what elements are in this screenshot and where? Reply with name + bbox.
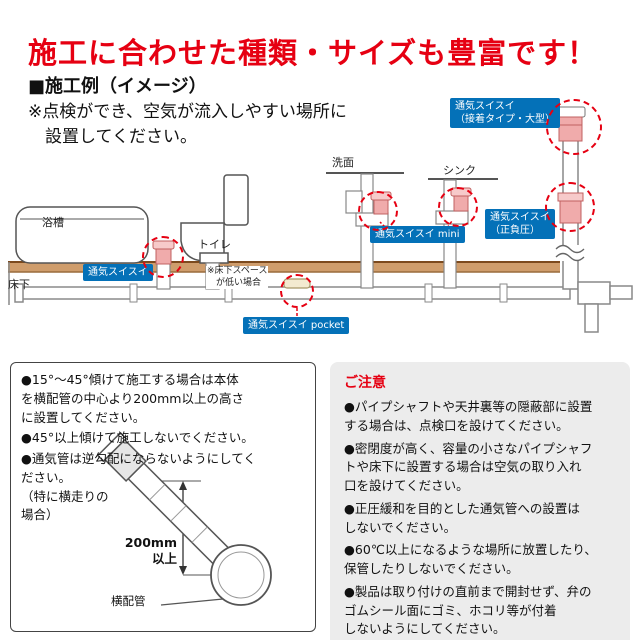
highlight-circle-standard: [142, 236, 184, 278]
highlight-circle-pressure: [545, 182, 595, 232]
product-label-pocket: 通気スイスイ pocket: [243, 317, 350, 334]
horizontal-pipe-label: 横配管: [111, 594, 146, 608]
underfloor-label: 床下: [8, 278, 30, 291]
product-label-adhesive-large: 通気スイスイ （接着タイプ・大型）: [450, 98, 560, 128]
low-space-note: ※床下スペース が低い場合: [206, 266, 269, 290]
caution-title: ご注意: [344, 375, 386, 391]
guideline-item: ●45°以上傾けて施工しないでください。: [21, 430, 254, 446]
dimension-label: 200mm 以上: [124, 535, 177, 566]
washbasin-label: 洗面: [332, 156, 354, 169]
highlight-circle-pocket: [280, 274, 314, 308]
caution-item: ●製品は取り付けの直前まで開封せず、弁の ゴムシール面にゴミ、ホコリ等が付着 し…: [344, 583, 592, 637]
caution-item: ●60℃以上になるような場所に放置したり、 保管したりしないでください。: [344, 542, 597, 576]
caution-item: ●正圧緩和を目的とした通気管への設置は しないでください。: [344, 500, 580, 535]
highlight-circle-mini-sink: [438, 187, 478, 227]
section-title: ■施工例（イメージ）: [28, 76, 207, 97]
page-title: 施工に合わせた種類・サイズも豊富です！: [28, 36, 598, 70]
product-label-pressure: 通気スイスイ （正負圧）: [485, 209, 555, 239]
sink-label: シンク: [443, 164, 476, 177]
caution-box: ご注意 ●パイプシャフトや天井裏等の隠蔽部に設置 する場合は、点検口を設けてくだ…: [330, 362, 630, 640]
caution-item: ●パイプシャフトや天井裏等の隠蔽部に設置 する場合は、点検口を設けてください。: [344, 399, 593, 433]
installation-diagram: 浴槽 トイレ 洗面 シンク 床下 ※床下スペース が低い場合 通気スイスイ 通気…: [0, 95, 640, 362]
product-label-standard: 通気スイスイ: [83, 264, 153, 281]
bathtub-label: 浴槽: [42, 216, 64, 229]
toilet-label: トイレ: [198, 238, 231, 251]
installation-note: ※点検ができ、空気が流入しやすい場所に 設置してください。: [28, 102, 347, 147]
install-guidelines-box: ●15°～45°傾けて施工する場合は本体 を横配管の中心より200mm以上の高さ…: [10, 362, 316, 632]
guideline-item: ●15°～45°傾けて施工する場合は本体 を横配管の中心より200mm以上の高さ…: [21, 372, 244, 425]
product-label-mini: 通気スイスイ mini: [370, 226, 465, 243]
highlight-circle-adhesive-large: [546, 99, 602, 155]
guideline-list: ●15°～45°傾けて施工する場合は本体 を横配管の中心より200mm以上の高さ…: [21, 371, 309, 527]
caution-item: ●密閉度が高く、容量の小さなパイプシャフ トや床下に設置する場合は空気の取り入れ…: [344, 440, 593, 494]
highlight-circle-mini-washbasin: [358, 191, 398, 231]
guideline-item: ●通気管は逆勾配にならないようにしてく ださい。 （特に横走りの 場合）: [21, 451, 256, 523]
angle-diagram: [96, 431, 272, 606]
